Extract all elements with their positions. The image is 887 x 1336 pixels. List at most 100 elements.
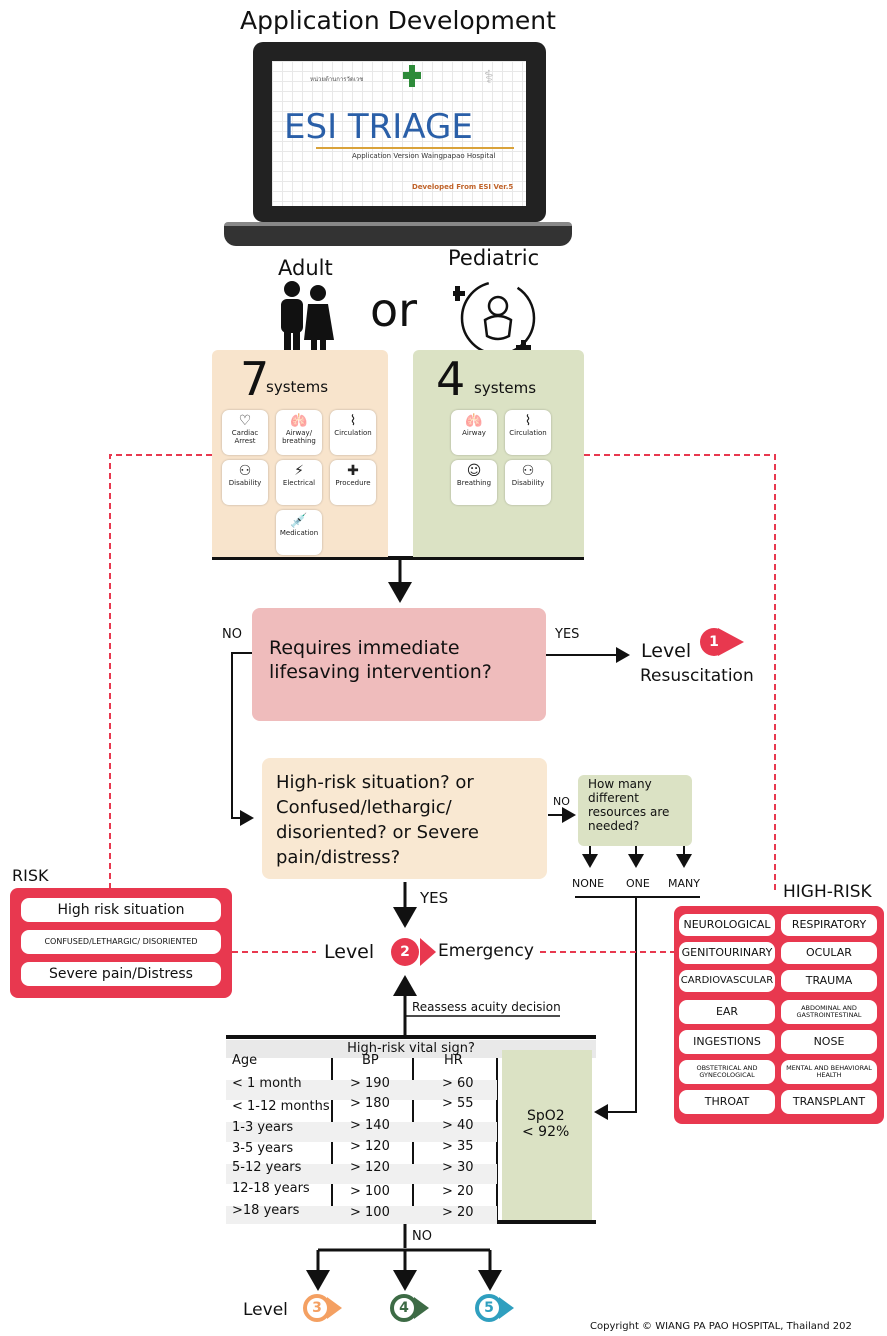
high-risk-abdominal: ABDOMINAL AND GASTROINTESTINAL (781, 1000, 877, 1024)
q2-yes-label: YES (420, 889, 449, 907)
app-underline (316, 147, 514, 149)
level2-name: Emergency (438, 941, 534, 961)
high-risk-genitourinary: GENITOURINARY (679, 942, 775, 964)
app-developed: Developed From ESI Ver.5 (412, 183, 514, 191)
high-risk-nose: NOSE (781, 1030, 877, 1054)
pediatric-systems-count: 4 (436, 352, 466, 406)
baby-icon (450, 278, 543, 358)
risk-item-high-risk-situation: High risk situation (21, 898, 221, 922)
spo2-line1: SpO2 (527, 1108, 565, 1124)
app-name: ESI TRIAGE (284, 107, 473, 147)
level4-badge: 4 (390, 1294, 418, 1322)
vitals-row-bp: > 180 (350, 1096, 390, 1111)
q2-line2: Confused/lethargic/ (276, 797, 452, 818)
artery-icon: ⌇ (349, 413, 357, 429)
vitals-row-age: >18 years (232, 1203, 300, 1218)
level2-badge: 2 (391, 938, 419, 966)
laptop-base (224, 222, 572, 246)
level2-label: Level (324, 941, 375, 963)
vitals-row-age: 12-18 years (232, 1181, 310, 1196)
vitals-row-hr: > 40 (442, 1118, 474, 1133)
vitals-row-hr: > 30 (442, 1160, 474, 1175)
level5-badge: 5 (475, 1294, 503, 1322)
people-icon: ⚇ (238, 463, 252, 479)
vitals-row-age: 5-12 years (232, 1160, 302, 1175)
q1-no-label: NO (222, 627, 242, 642)
vitals-no-label: NO (412, 1229, 432, 1244)
vitals-row-age: < 1 month (232, 1076, 302, 1091)
q1-yes-label: YES (555, 627, 580, 642)
level1-label: Level (641, 640, 692, 662)
artery-icon: ⌇ (524, 413, 532, 429)
system-disability-ped[interactable]: ⚇Disability (505, 460, 551, 505)
high-risk-neurological: NEUROLOGICAL (679, 914, 775, 936)
vitals-row-bp: > 120 (350, 1139, 390, 1154)
spo2-line2: < 92% (522, 1124, 570, 1140)
high-risk-ingestions: INGESTIONS (679, 1030, 775, 1054)
high-risk-title: HIGH-RISK (783, 882, 872, 902)
question-lifesaving-box (252, 608, 546, 721)
high-risk-cardiovascular: CARDIOVASCULAR (679, 970, 775, 992)
heart-monitor-icon: ♡ (238, 413, 252, 429)
vitals-row-band (226, 1206, 497, 1224)
vitals-row-band (226, 1122, 497, 1142)
lightning-icon: ⚡ (294, 463, 304, 479)
copyright: Copyright © WIANG PA PAO HOSPITAL, Thail… (590, 1321, 852, 1332)
question-lifesaving-line2: lifesaving intervention? (269, 661, 492, 683)
system-airway-breathing[interactable]: 🫁Airway/ breathing (276, 410, 322, 455)
reassess-label: Reassess acuity decision (412, 1000, 561, 1014)
adult-systems-count: 7 (240, 352, 270, 406)
q3-many: MANY (668, 877, 700, 890)
high-risk-transplant: TRANSPLANT (781, 1090, 877, 1114)
page-title: Application Development (240, 6, 556, 35)
syringe-icon: 💉 (290, 513, 308, 529)
adult-label: Adult (278, 256, 333, 280)
spo2-cell (502, 1050, 592, 1220)
q2-line4: pain/distress? (276, 847, 401, 868)
vitals-header-bp: BP (362, 1053, 379, 1068)
system-procedure[interactable]: ✚Procedure (330, 460, 376, 505)
bottom-level-label: Level (243, 1300, 288, 1320)
pediatric-systems-panel (413, 350, 584, 557)
vitals-row-band (226, 1080, 497, 1100)
question-resources-box (578, 775, 692, 846)
high-risk-respiratory: RESPIRATORY (781, 914, 877, 936)
app-screen: หน่วยด้านการวัดเวช ⚕ ESI TRIAGE Applicat… (272, 61, 526, 206)
q3-line4: needed? (588, 819, 640, 833)
system-circulation[interactable]: ⌇Circulation (330, 410, 376, 455)
q3-one: ONE (626, 877, 650, 890)
vitals-table (226, 1050, 596, 1224)
system-cardiac-arrest[interactable]: ♡Cardiac Arrest (222, 410, 268, 455)
app-subtitle: Application Version Waingpapao Hospital (352, 152, 496, 160)
vitals-row-hr: > 20 (442, 1184, 474, 1199)
q3-none: NONE (572, 877, 605, 890)
vitals-row-bp: > 190 (350, 1076, 390, 1091)
q3-line1: How many (588, 777, 652, 791)
system-electrical[interactable]: ⚡Electrical (276, 460, 322, 505)
vitals-row-hr: > 20 (442, 1205, 474, 1220)
question-high-risk-box (262, 758, 547, 879)
system-medication[interactable]: 💉Medication (276, 510, 322, 555)
system-breathing[interactable]: ☺Breathing (451, 460, 497, 505)
vitals-row-bp: > 140 (350, 1118, 390, 1133)
q2-no-label: NO (553, 795, 570, 808)
pediatric-label: Pediatric (448, 246, 540, 270)
vitals-title: High-risk vital sign? (347, 1041, 475, 1056)
system-disability[interactable]: ⚇Disability (222, 460, 268, 505)
q3-line3: resources are (588, 805, 670, 819)
question-lifesaving-line1: Requires immediate (269, 637, 460, 659)
vitals-row-age: 3-5 years (232, 1141, 294, 1156)
vitals-header-hr: HR (444, 1053, 463, 1068)
system-circulation-ped[interactable]: ⌇Circulation (505, 410, 551, 455)
medical-plus-icon: ✚ (347, 463, 359, 479)
level1-name: Resuscitation (640, 666, 754, 686)
vitals-row-hr: > 60 (442, 1076, 474, 1091)
vitals-row-band (226, 1164, 497, 1184)
high-risk-obstetrical: OBSTETRICAL AND GYNECOLOGICAL (679, 1060, 775, 1084)
risk-item-severe-pain: Severe pain/Distress (21, 962, 221, 986)
breathing-icon: ☺ (466, 463, 482, 479)
or-label: or (370, 283, 418, 337)
vitals-row-bp: > 100 (350, 1184, 390, 1199)
high-risk-mental: MENTAL AND BEHAVIORAL HEALTH (781, 1060, 877, 1084)
system-airway[interactable]: 🫁Airway (451, 410, 497, 455)
